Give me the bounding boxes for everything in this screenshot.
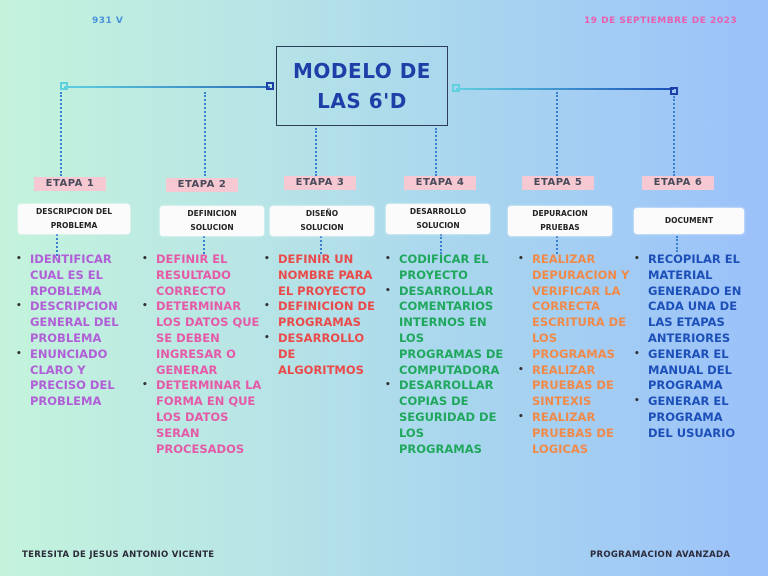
list-item: DEFINIR EL RESULTADO CORRECTO [142,252,262,299]
connector-square-4 [670,87,678,95]
date-label: 19 DE SEPTIEMBRE DE 2023 [584,16,738,26]
connector-dots-3 [315,128,317,176]
connector-dots-list-6 [676,236,678,252]
stage-label-6: DOCUMENT [634,208,744,234]
stage-list-3: DEFINIR UN NOMBRE PARA EL PROYECTO DEFIN… [264,252,376,378]
connector-dots-list-5 [556,236,558,254]
stage-label-3: DISEÑO SOLUCION [270,206,374,236]
title-box: MODELO DE LAS 6'D [276,46,448,126]
connector-dots-6 [673,96,675,176]
list-item: DETERMINAR LA FORMA EN QUE LOS DATOS SER… [142,378,262,457]
connector-dots-4 [435,128,437,176]
list-item: DETERMINAR LOS DATOS QUE SE DEBEN INGRES… [142,299,262,378]
stage-label-4: DESARROLLO SOLUCION [386,204,490,234]
group-label: 931 V [92,16,124,26]
connector-dots-list-4 [440,234,442,254]
connector-line-right [456,88,674,90]
stage-label-1: DESCRIPCION DEL PROBLEMA [18,204,130,234]
connector-dots-5 [556,92,558,176]
stage-tag-4: ETAPA 4 [404,176,476,190]
list-item: REALIZAR PRUEBAS DE SINTEXIS [518,363,630,410]
title-line-2: LAS 6'D [317,89,407,113]
list-item: CODIFICAR EL PROYECTO [385,252,505,284]
stage-list-2: DEFINIR EL RESULTADO CORRECTO DETERMINAR… [142,252,262,457]
stage-label-6-line-1: DOCUMENT [664,216,714,225]
stage-tag-6: ETAPA 6 [642,176,714,190]
stage-label-5-line-1: DEPURACION [532,209,588,218]
connector-dots-list-3 [320,236,322,254]
stage-label-1-line-1: DESCRIPCION DEL [35,207,112,216]
stage-list-1: IDENTIFICAR CUAL ES EL RPOBLEMA DESCRIPC… [16,252,128,410]
stage-list-5: REALIZAR DEPURACION Y VERIFICAR LA CORRE… [518,252,630,457]
list-item: RECOPILAR EL MATERIAL GENERADO EN CADA U… [634,252,746,347]
list-item: GENERAR EL PROGRAMA DEL USUARIO [634,394,746,441]
stage-label-5: DEPURACION PRUEBAS [508,206,612,236]
list-item: DESCRIPCION GENERAL DEL PROBLEMA [16,299,128,346]
connector-dots-2 [204,92,206,176]
list-item: DESARROLLO DE ALGORITMOS [264,331,376,378]
author-label: TERESITA DE JESUS ANTONIO VICENTE [22,550,215,560]
connector-square-3 [452,84,460,92]
course-label: PROGRAMACION AVANZADA [590,550,731,560]
connector-dots-list-1 [56,234,58,256]
stage-label-2-line-2: SOLUCION [190,223,234,232]
stage-list-4: CODIFICAR EL PROYECTO DESARROLLAR COMENT… [385,252,505,457]
stage-tag-1: ETAPA 1 [34,177,106,191]
stage-label-1-line-2: PROBLEMA [50,221,98,230]
stage-label-4-line-2: SOLUCION [416,221,460,230]
list-item: DESARROLLAR COPIAS DE SEGURIDAD DE LOS P… [385,378,505,457]
connector-square-1 [60,82,68,90]
list-item: DEFINICION DE PROGRAMAS [264,299,376,331]
stage-label-2-line-1: DEFINICION [187,209,237,218]
stage-tag-2: ETAPA 2 [166,178,238,192]
stage-label-3-line-2: SOLUCION [300,223,344,232]
stage-label-4-line-1: DESARROLLO [409,207,467,216]
stage-list-6: RECOPILAR EL MATERIAL GENERADO EN CADA U… [634,252,746,442]
title-line-1: MODELO DE [293,59,431,83]
stage-tag-3: ETAPA 3 [284,176,356,190]
list-item: DEFINIR UN NOMBRE PARA EL PROYECTO [264,252,376,299]
list-item: GENERAR EL MANUAL DEL PROGRAMA [634,347,746,394]
list-item: ENUNCIADO CLARO Y PRECISO DEL PROBLEMA [16,347,128,410]
stage-label-5-line-2: PRUEBAS [540,223,580,232]
stage-label-3-line-1: DISEÑO [305,209,339,218]
connector-line-left [64,86,270,88]
stage-tag-5: ETAPA 5 [522,176,594,190]
connector-square-2 [266,82,274,90]
connector-dots-list-2 [203,236,205,254]
connector-dots-1 [60,92,62,176]
list-item: IDENTIFICAR CUAL ES EL RPOBLEMA [16,252,128,299]
list-item: REALIZAR PRUEBAS DE LOGICAS [518,410,630,457]
stage-label-2: DEFINICION SOLUCION [160,206,264,236]
list-item: DESARROLLAR COMENTARIOS INTERNOS EN LOS … [385,284,505,379]
list-item: REALIZAR DEPURACION Y VERIFICAR LA CORRE… [518,252,630,363]
